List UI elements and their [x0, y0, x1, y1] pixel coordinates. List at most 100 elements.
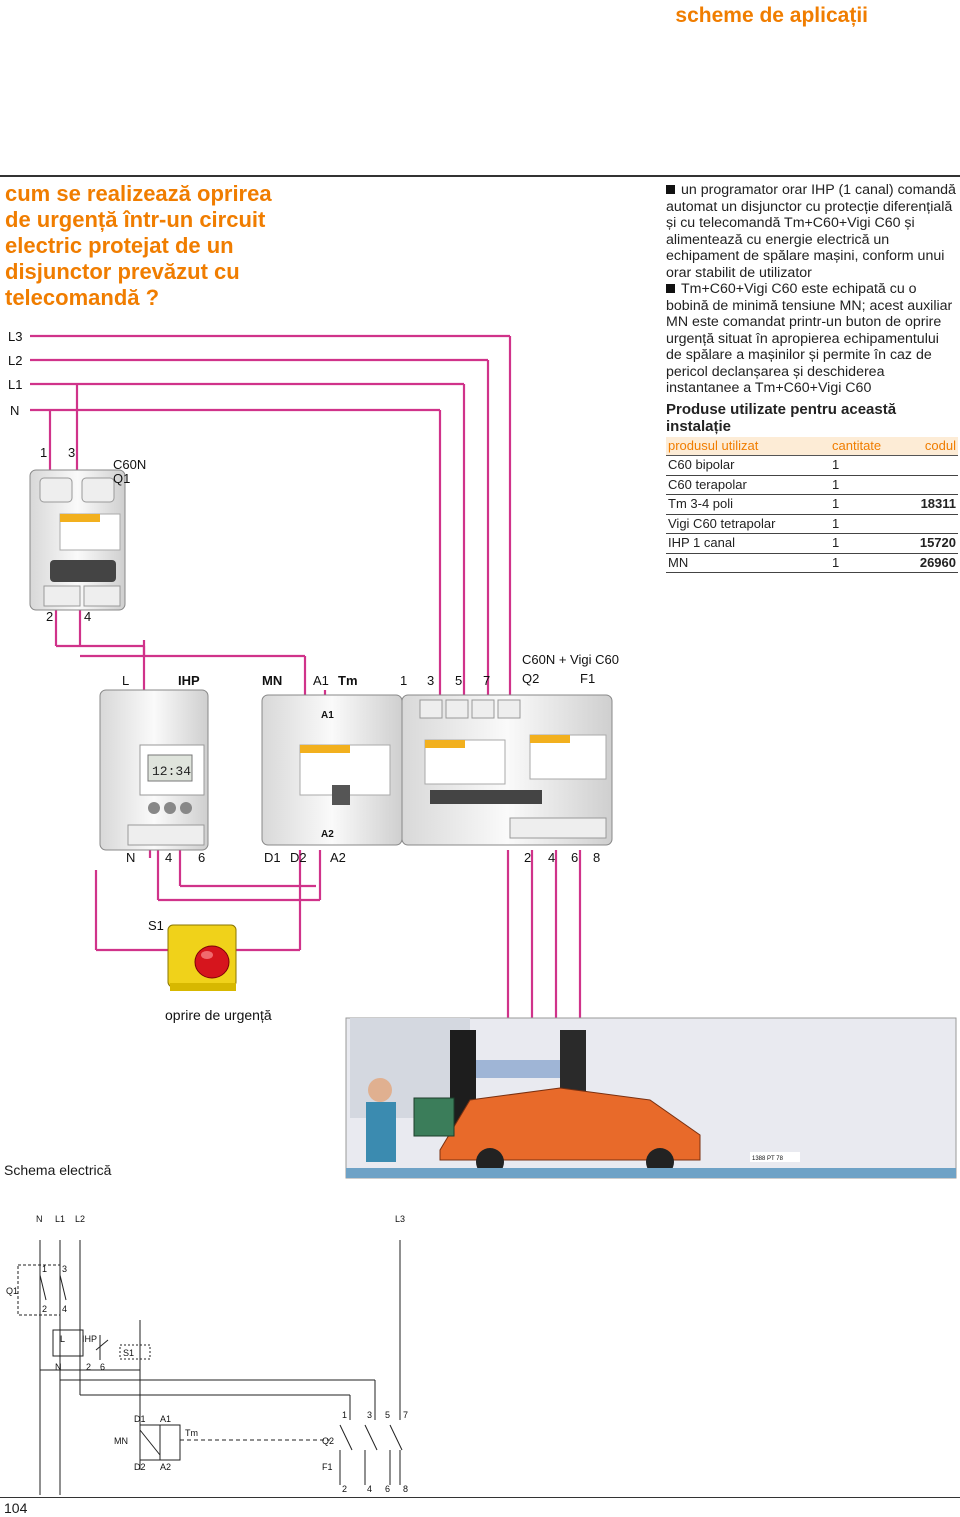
line-label-l2: L2 [8, 353, 22, 368]
sch-mn: MN [114, 1436, 128, 1446]
sch-ihp-pin-n: N [55, 1362, 62, 1372]
q1-ref: Q1 [113, 471, 130, 486]
bottom-8: 8 [593, 850, 600, 865]
emergency-label: oprire de urgență [165, 1007, 272, 1023]
divider [0, 175, 960, 177]
sch-f1: F1 [322, 1462, 333, 1472]
sch-q1-pin-4: 4 [62, 1304, 67, 1314]
sch-ihp: IHP [82, 1334, 97, 1344]
description-p1: un programator orar IHP (1 canal) comand… [666, 182, 956, 281]
label-pin-7: 7 [483, 673, 490, 688]
c60-vigi-module [401, 694, 613, 846]
label-l: L [122, 673, 129, 688]
sch-mn-d1: D1 [134, 1414, 146, 1424]
cell: IHP 1 canal [666, 533, 830, 554]
sch-q2-pin-6: 6 [385, 1484, 390, 1494]
cell: 1 [830, 553, 914, 573]
cell [914, 514, 958, 534]
sch-q1: Q1 [6, 1286, 18, 1296]
bottom-4b: 4 [548, 850, 555, 865]
line-label-l1: L1 [8, 377, 22, 392]
products-table: produsul utilizat cantitate codul C60 bi… [666, 436, 958, 574]
car-plate: 1388 PT 78 [752, 1156, 784, 1162]
cell: 1 [830, 455, 914, 476]
sch-ihp-pin-2: 2 [86, 1362, 91, 1372]
sch-q2: Q2 [322, 1436, 334, 1446]
sch-q2-pin-1: 1 [342, 1410, 347, 1420]
sch-q2-pin-5: 5 [385, 1410, 390, 1420]
sch-q2-pin-2: 2 [342, 1484, 347, 1494]
bottom-a2: A2 [330, 850, 346, 865]
cell: C60 bipolar [666, 455, 830, 476]
line-label-l3: L3 [8, 329, 22, 344]
label-mn: MN [262, 673, 282, 688]
cell: Tm 3-4 poli [666, 494, 830, 515]
sch-mn-a2: A2 [160, 1462, 171, 1472]
cell: 1 [830, 494, 914, 515]
ihp-device: 12:34 [99, 689, 209, 851]
cell [914, 475, 958, 495]
sch-tm: Tm [185, 1428, 198, 1438]
sch-mn-d2: D2 [134, 1462, 146, 1472]
col-header: cantitate [830, 436, 914, 456]
module-a2: A2 [321, 829, 334, 840]
label-pin-5: 5 [455, 673, 462, 688]
cell: 15720 [914, 533, 958, 554]
question-title: cum se realizează oprirea de urgență înt… [5, 181, 272, 310]
description-p2: Tm+C60+Vigi C60 este echipată cu o bobin… [666, 281, 953, 396]
cell [914, 455, 958, 476]
q1-pin-1: 1 [40, 445, 47, 460]
sch-s1: S1 [123, 1348, 134, 1358]
bottom-4: 4 [165, 850, 172, 865]
q1-pin-4: 4 [84, 609, 91, 624]
sch-label-l2: L2 [75, 1214, 85, 1224]
table-header-row: produsul utilizat cantitate codul [666, 436, 958, 456]
bottom-6b: 6 [571, 850, 578, 865]
cell: 26960 [914, 553, 958, 573]
bottom-n: N [126, 850, 135, 865]
cell: MN [666, 553, 830, 573]
sch-label-n: N [36, 1214, 43, 1224]
q1-name: C60N [113, 457, 146, 472]
bottom-2: 2 [524, 850, 531, 865]
s1-label: S1 [148, 918, 164, 933]
cell: 1 [830, 533, 914, 554]
cell: C60 terapolar [666, 475, 830, 495]
wiring-illustration: L3 L2 L1 N [8, 329, 957, 1179]
bottom-6: 6 [198, 850, 205, 865]
label-q2: Q2 [522, 671, 539, 686]
col-header: codul [914, 436, 958, 456]
label-tm: Tm [338, 673, 358, 688]
sch-ihp-pin-6: 6 [100, 1362, 105, 1372]
sch-mn-a1: A1 [160, 1414, 171, 1424]
sch-label-l3: L3 [395, 1214, 405, 1224]
cell: Vigi C60 tetrapolar [666, 514, 830, 534]
module-a1: A1 [321, 710, 334, 721]
footer-divider [0, 1497, 960, 1498]
sch-q2-pin-7: 7 [403, 1410, 408, 1420]
sch-q1-pin-1: 1 [42, 1264, 47, 1274]
bullet-icon [666, 185, 675, 194]
section-title: scheme de aplicații [675, 4, 868, 27]
label-pin-1: 1 [400, 673, 407, 688]
schematic-title: Schema electrică [4, 1162, 112, 1178]
ihp-time: 12:34 [152, 764, 191, 779]
label-pin-3: 3 [427, 673, 434, 688]
cell: 18311 [914, 494, 958, 515]
electrical-schematic: N L1 L2 L3 Q1 1 3 2 4 IHP L N 2 6 S1 MN … [6, 1214, 408, 1495]
description-panel: un programator orar IHP (1 canal) comand… [666, 182, 958, 573]
bullet-icon [666, 284, 675, 293]
label-c60-vigi: C60N + Vigi C60 [522, 652, 619, 667]
label-f1: F1 [580, 671, 595, 686]
car-wash-illustration [345, 1017, 957, 1179]
cell: 1 [830, 475, 914, 495]
q1-breaker [29, 469, 126, 611]
cell: 1 [830, 514, 914, 534]
q1-pin-3: 3 [68, 445, 75, 460]
page-number: 104 [4, 1500, 28, 1516]
